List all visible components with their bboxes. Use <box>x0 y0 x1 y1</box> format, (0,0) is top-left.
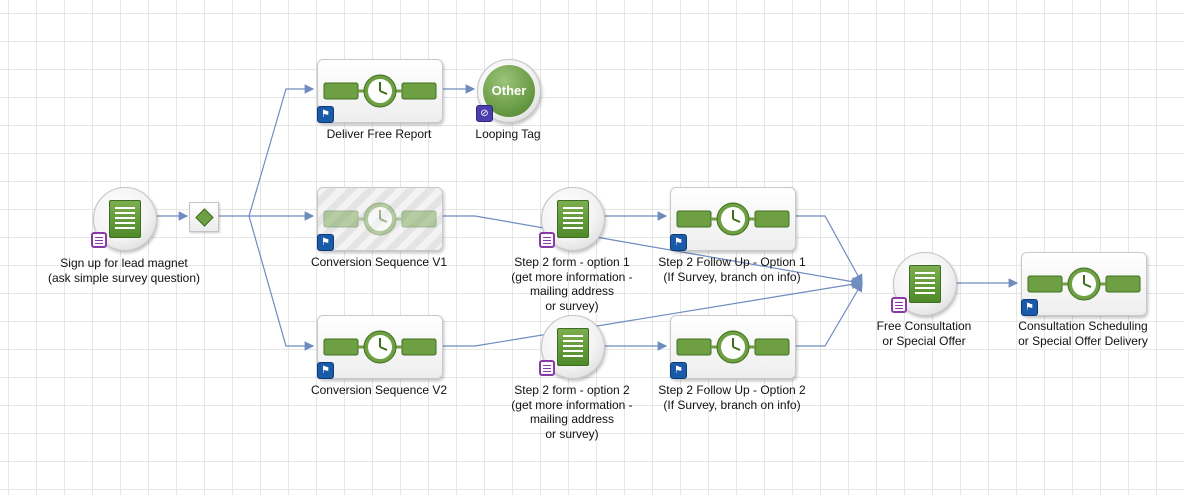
node-step2-followup-option1[interactable]: ⚑ <box>670 187 796 251</box>
node-deliver-free-report[interactable]: ⚑ <box>317 59 443 123</box>
form-badge-icon <box>539 360 555 376</box>
flag-icon: ⚑ <box>317 234 334 251</box>
label-line: or Special Offer Delivery <box>1018 333 1148 348</box>
form-node-circle[interactable] <box>541 187 605 251</box>
connector-followup1-to-consultation <box>795 215 863 285</box>
other-tag-ball: Other <box>483 65 535 117</box>
node-signup-form[interactable] <box>91 187 157 251</box>
web-form-icon <box>109 200 141 238</box>
flag-icon: ⚑ <box>1021 299 1038 316</box>
connector-v2-to-consultation <box>443 279 862 347</box>
label-line: Consultation Scheduling <box>1018 319 1148 333</box>
label-line: or survey) <box>545 426 599 441</box>
node-step2-followup-option2[interactable]: ⚑ <box>670 315 796 379</box>
conversion-v1-label: Conversion Sequence V1 <box>310 255 448 269</box>
flag-icon: ⚑ <box>317 106 334 123</box>
deliver-report-label: Deliver Free Report <box>326 127 432 141</box>
label-line: (If Survey, branch on info) <box>663 397 801 412</box>
form-badge-icon <box>891 297 907 313</box>
followup-option2-label: Step 2 Follow Up - Option 2 (If Survey, … <box>642 383 822 412</box>
connector-v1-to-consultation <box>443 215 862 287</box>
label-line: Step 2 form - option 2 <box>514 383 630 397</box>
label-line: mailing address <box>529 284 615 298</box>
connector-split-to-v2 <box>248 215 315 351</box>
signup-label: Sign up for lead magnet (ask simple surv… <box>24 256 224 285</box>
looping-tag-label: Looping Tag <box>475 127 541 141</box>
diamond-split-icon <box>195 208 214 227</box>
label-line: Step 2 Follow Up - Option 1 <box>658 255 806 269</box>
tag-node-circle[interactable]: Other <box>477 59 541 123</box>
label-line: Step 2 form - option 1 <box>514 255 630 269</box>
label-line: or Special Offer <box>882 333 966 348</box>
flag-icon: ⚑ <box>317 362 334 379</box>
node-conversion-sequence-v1[interactable]: ⚑ <box>317 187 443 251</box>
label-line: (If Survey, branch on info) <box>663 269 801 284</box>
connector-split-to-report <box>219 84 315 217</box>
web-form-icon <box>557 328 589 366</box>
node-step2-form-option1[interactable] <box>539 187 605 251</box>
free-consultation-label: Free Consultation or Special Offer <box>854 319 994 348</box>
node-consultation-scheduling[interactable]: ⚑ <box>1021 252 1147 316</box>
step2-form-option1-label: Step 2 form - option 1 (get more informa… <box>492 255 652 313</box>
label-line: or survey) <box>545 298 599 313</box>
signup-label-line2: (ask simple survey question) <box>47 270 201 285</box>
connector-followup2-to-consultation <box>795 281 863 347</box>
label-line: (get more information - <box>511 269 633 284</box>
node-conversion-sequence-v2[interactable]: ⚑ <box>317 315 443 379</box>
node-step2-form-option2[interactable] <box>539 315 605 379</box>
clock-timeline-icon <box>323 202 437 236</box>
step2-form-option2-label: Step 2 form - option 2 (get more informa… <box>492 383 652 441</box>
clock-timeline-icon <box>676 202 790 236</box>
form-badge-icon <box>539 232 555 248</box>
node-looping-tag[interactable]: Other ⊘ <box>476 59 541 123</box>
flag-icon: ⚑ <box>670 234 687 251</box>
conversion-v2-label: Conversion Sequence V2 <box>310 383 448 397</box>
flag-icon: ⚑ <box>670 362 687 379</box>
consultation-scheduling-label: Consultation Scheduling or Special Offer… <box>1003 319 1163 348</box>
clock-timeline-icon <box>676 330 790 364</box>
label-line: Free Consultation <box>876 319 972 333</box>
form-badge-icon <box>91 232 107 248</box>
split-node[interactable] <box>189 202 219 232</box>
label-line: (get more information - <box>511 397 633 412</box>
followup-option1-label: Step 2 Follow Up - Option 1 (If Survey, … <box>642 255 822 284</box>
web-form-icon <box>909 265 941 303</box>
clock-timeline-icon <box>1027 267 1141 301</box>
clock-timeline-icon <box>323 74 437 108</box>
form-node-circle[interactable] <box>893 252 957 316</box>
clock-timeline-icon <box>323 330 437 364</box>
node-free-consultation[interactable] <box>891 252 957 316</box>
signup-label-line1: Sign up for lead magnet <box>60 256 188 270</box>
label-line: mailing address <box>529 412 615 426</box>
web-form-icon <box>557 200 589 238</box>
tag-icon: ⊘ <box>476 105 493 122</box>
label-line: Step 2 Follow Up - Option 2 <box>658 383 806 397</box>
